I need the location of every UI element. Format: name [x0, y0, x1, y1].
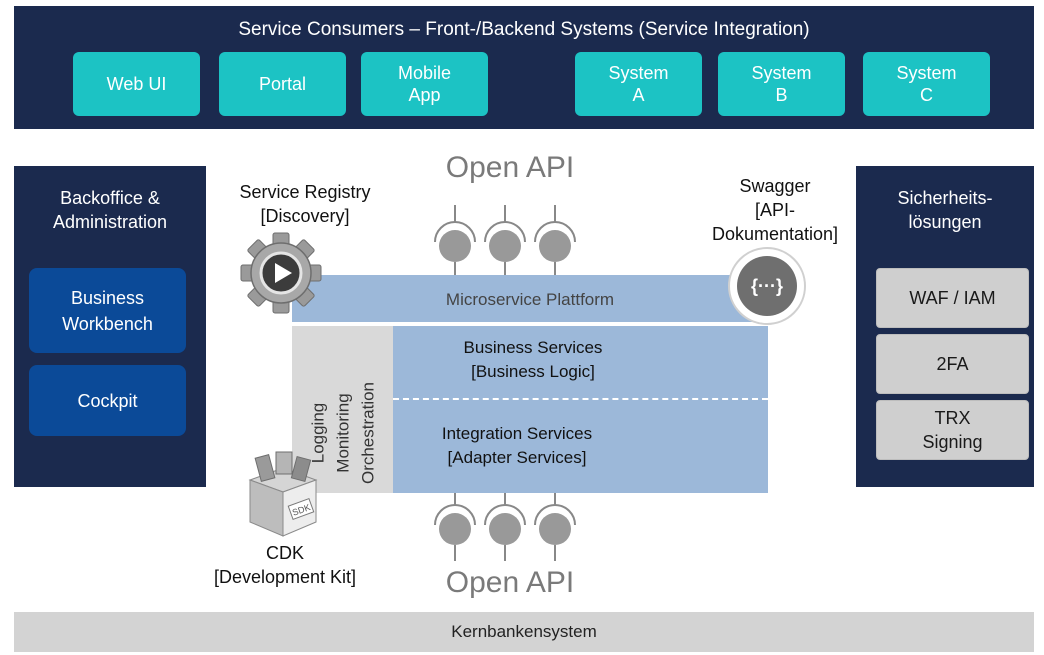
- 2fa-button[interactable]: 2FA: [876, 334, 1029, 394]
- api-socket-icon: [484, 205, 526, 243]
- swagger-label: Swagger [API- Dokumentation]: [711, 176, 839, 244]
- api-port-icon: [489, 513, 521, 545]
- microservice-platform-bar: [292, 275, 768, 324]
- open-api-top-label: Open API: [445, 151, 575, 184]
- api-port-icon: [539, 230, 571, 262]
- consumer-system-b[interactable]: System B: [718, 52, 845, 116]
- api-port-icon: [489, 230, 521, 262]
- services-divider: [393, 398, 768, 400]
- api-socket-icon: [484, 493, 526, 526]
- api-socket-icon: [434, 205, 476, 243]
- core-banking-bar: Kernbankensystem: [14, 612, 1034, 652]
- api-socket-icon: [534, 205, 576, 243]
- swagger-braces-inner: {···}: [737, 256, 797, 316]
- cockpit-button[interactable]: Cockpit: [29, 365, 186, 436]
- microservice-platform-label: Microservice Plattform: [445, 290, 615, 309]
- swagger-braces-icon: {···}: [728, 247, 806, 325]
- services-block: [393, 326, 768, 493]
- consumer-portal[interactable]: Portal: [219, 52, 346, 116]
- business-services-label: Business Services [Business Logic]: [463, 338, 603, 381]
- open-api-bottom-label: Open API: [445, 566, 575, 599]
- consumer-web-ui[interactable]: Web UI: [73, 52, 200, 116]
- core-banking-label: Kernbankensystem: [451, 622, 597, 641]
- cdk-label: CDK [Development Kit]: [213, 543, 357, 587]
- gear-play-icon: [240, 232, 322, 314]
- business-workbench-button[interactable]: Business Workbench: [29, 268, 186, 353]
- api-socket-icon: [534, 493, 576, 526]
- api-port-icon: [439, 230, 471, 262]
- consumer-system-c[interactable]: System C: [863, 52, 990, 116]
- api-connectors-top: [434, 205, 576, 275]
- consumer-system-a[interactable]: System A: [575, 52, 702, 116]
- sdk-box-icon: SDK: [248, 451, 318, 537]
- consumer-mobile-app[interactable]: Mobile App: [361, 52, 488, 116]
- security-title: Sicherheits- lösungen: [897, 188, 993, 232]
- trx-signing-button[interactable]: TRX Signing: [876, 400, 1029, 460]
- api-port-icon: [439, 513, 471, 545]
- service-registry-label: Service Registry [Discovery]: [239, 182, 371, 226]
- api-port-icon: [539, 513, 571, 545]
- backoffice-title: Backoffice & Administration: [52, 188, 168, 232]
- api-socket-icon: [434, 493, 476, 526]
- integration-services-label: Integration Services [Adapter Services]: [441, 424, 593, 467]
- consumers-title: Service Consumers – Front-/Backend Syste…: [238, 19, 810, 40]
- api-connectors-bottom: [434, 493, 576, 561]
- waf-iam-button[interactable]: WAF / IAM: [876, 268, 1029, 328]
